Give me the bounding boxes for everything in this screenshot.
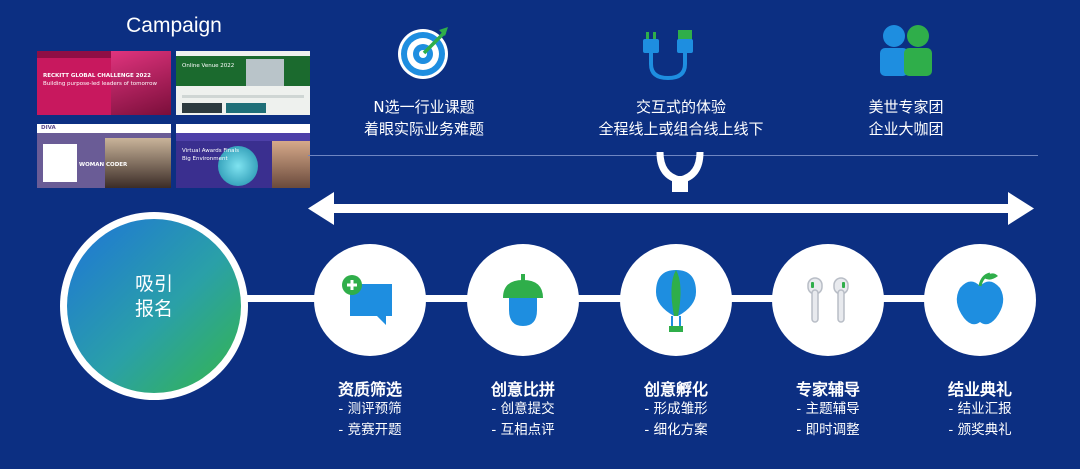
step-item: - 互相点评 (491, 422, 555, 438)
campaign-thumbnail-diva[interactable]: DIVA WOMAN CODER (37, 124, 171, 188)
double-arrow (308, 192, 1034, 225)
balloon-icon (656, 270, 696, 332)
brace-connector (656, 151, 704, 192)
step-item: - 颁奖典礼 (948, 422, 1012, 438)
start-label: 吸引 报名 (67, 272, 241, 322)
step-item: - 主题辅导 (796, 401, 860, 417)
campaign-title: Campaign (126, 14, 222, 37)
step-title: 创意比拼 (490, 380, 555, 399)
thumbnail-subcaption: Big Environment (182, 156, 228, 162)
step-item: - 结业汇报 (948, 401, 1012, 417)
thumbnail-caption: Online Venue 2022 (182, 63, 235, 69)
step-title: 资质筛选 (337, 380, 402, 399)
step-item: - 形成雏形 (644, 401, 708, 417)
feature-expert-team: 美世专家团 企业大咖团 (796, 96, 1016, 140)
thumbnail-caption: RECKITT GLOBAL CHALLENGE 2022 (43, 73, 152, 79)
feature-interactive-experience: 交互式的体验 全程线上或组合线上线下 (571, 96, 791, 140)
divider-line (308, 155, 1038, 156)
thumbnail-subcaption: WOMAN CODER (79, 162, 128, 168)
start-circle (67, 219, 241, 393)
step-qualification-circle (314, 244, 426, 356)
feature-line: 着眼实际业务难题 (363, 120, 484, 138)
campaign-thumbnail-virtual-awards[interactable]: Virtual Awards Finals Big Environment (176, 124, 310, 188)
chat-plus-icon (342, 275, 392, 325)
step-incubation-circle (620, 244, 732, 356)
step-title: 专家辅导 (795, 380, 860, 399)
feature-line: 企业大咖团 (868, 120, 944, 138)
step-title: 创意孵化 (643, 380, 708, 399)
plug-icon (643, 30, 693, 81)
thumbnail-caption: DIVA (41, 125, 56, 131)
people-icon (880, 25, 932, 76)
target-icon (398, 27, 448, 79)
start-label-line: 吸引 (134, 273, 173, 295)
campaign-thumbnail-online-venue[interactable]: Online Venue 2022 (176, 51, 310, 115)
earbuds-icon (807, 277, 849, 323)
step-item: - 创意提交 (491, 401, 555, 417)
step-title: 结业典礼 (947, 380, 1012, 399)
step-item: - 即时调整 (796, 422, 860, 438)
thumbnail-subcaption: Building purpose-led leaders of tomorrow (43, 81, 158, 87)
apple-icon (956, 272, 1004, 325)
feature-line: 美世专家团 (868, 98, 944, 116)
feature-line: 交互式的体验 (635, 98, 726, 116)
step-graduation-circle (924, 244, 1036, 356)
step-item: - 测评预筛 (338, 401, 402, 417)
campaign-thumbnail-reckitt[interactable]: RECKITT GLOBAL CHALLENGE 2022 Building p… (37, 51, 171, 115)
acorn-icon (503, 274, 543, 326)
feature-line: 全程线上或组合线上线下 (598, 120, 764, 138)
thumbnail-caption: Virtual Awards Finals (182, 148, 239, 154)
feature-industry-topic: N选一行业课题 着眼实际业务难题 (314, 96, 534, 140)
step-item: - 细化方案 (644, 422, 708, 438)
process-track (150, 295, 1030, 302)
step-expert-coaching-circle (772, 244, 884, 356)
start-label-line: 报名 (134, 298, 173, 320)
step-item: - 竞赛开题 (338, 422, 402, 438)
step-idea-contest-circle (467, 244, 579, 356)
feature-line: N选一行业课题 (373, 98, 475, 116)
